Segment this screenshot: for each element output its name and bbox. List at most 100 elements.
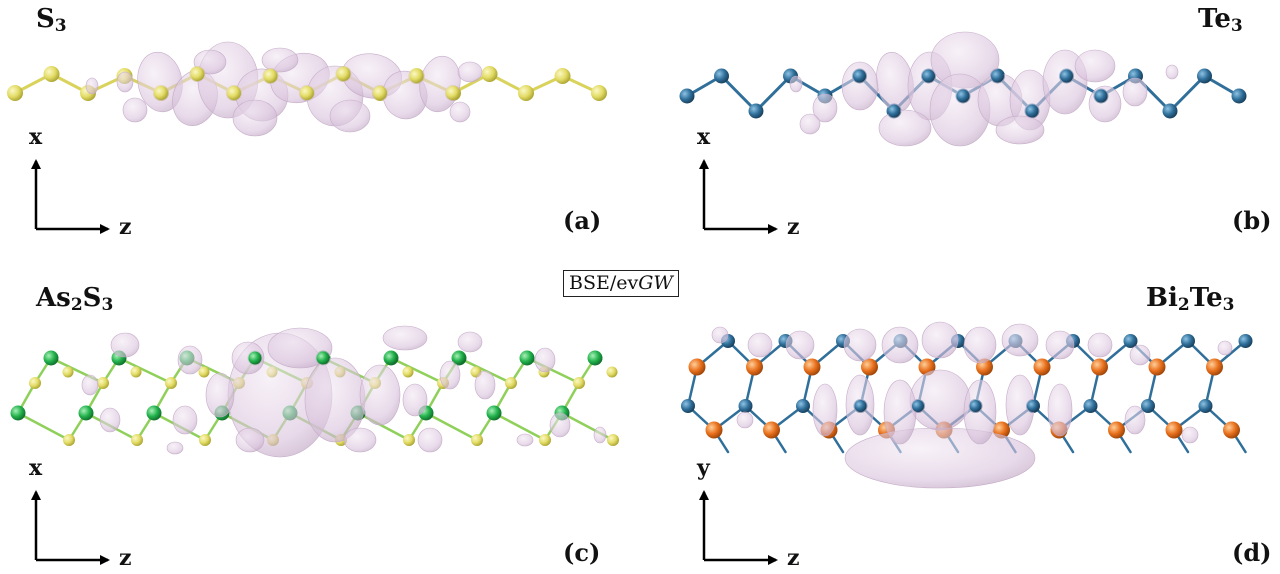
exciton-isosurface <box>736 411 754 429</box>
exciton-isosurface <box>963 379 997 445</box>
bond <box>389 356 445 385</box>
atom-as <box>146 405 162 421</box>
atom-s <box>63 434 75 446</box>
atom-bi <box>1165 421 1183 439</box>
method-label: BSE/evGW <box>563 270 679 297</box>
bond <box>1168 74 1206 113</box>
exciton-isosurface <box>516 433 534 447</box>
atom-s <box>300 86 314 100</box>
atom-s <box>373 86 387 100</box>
exciton-isosurface <box>1165 64 1179 80</box>
exciton-isosurface <box>457 331 483 353</box>
atom-s <box>62 366 74 378</box>
exciton-isosurface <box>785 330 815 360</box>
atom-s <box>607 434 619 446</box>
atom-as <box>587 350 603 366</box>
exciton-isosurface <box>812 93 838 123</box>
axes-layer <box>31 159 778 565</box>
atom-bi <box>1108 421 1125 439</box>
atom-bi <box>861 358 878 376</box>
atom-s <box>227 86 241 100</box>
atom-te <box>1094 89 1108 103</box>
exciton-isosurface <box>329 99 371 133</box>
atom-s <box>403 434 415 446</box>
exciton-isosurface <box>1122 77 1148 107</box>
atom-te <box>1141 399 1155 413</box>
panel-a-vertical-axis-label: x <box>29 124 43 150</box>
atom-te <box>1027 400 1039 412</box>
atom-s <box>539 434 551 446</box>
atom-te <box>738 399 753 413</box>
atom-as <box>316 351 330 365</box>
exciton-isosurface <box>110 332 140 358</box>
atom-te <box>1197 68 1212 84</box>
atom-te <box>1123 334 1138 348</box>
atom-bi <box>1148 358 1166 376</box>
exciton-isosurface <box>449 101 471 123</box>
atom-te <box>956 89 970 103</box>
atom-bi <box>1223 421 1240 439</box>
exciton-isosurface <box>909 369 971 431</box>
panel-a-title: S3 <box>36 4 67 36</box>
atom-bi <box>746 358 763 376</box>
bond <box>16 411 71 442</box>
exciton-isosurface <box>1047 383 1073 437</box>
exciton-isosurface <box>261 47 299 73</box>
exciton-isosurface <box>166 441 184 455</box>
atom-te <box>1025 104 1039 118</box>
bond <box>457 356 513 385</box>
exciton-isosurface <box>439 360 461 390</box>
atom-s <box>165 377 177 389</box>
exciton-isosurface <box>1045 330 1075 360</box>
atom-bi <box>705 421 723 439</box>
atom-as <box>519 350 535 366</box>
exciton-isosurface <box>878 109 932 147</box>
panel-a <box>7 41 607 137</box>
exciton-isosurface <box>474 370 496 400</box>
exciton-isosurface <box>549 412 571 438</box>
atom-s <box>409 69 424 83</box>
exciton-isosurface <box>85 77 99 95</box>
atom-te <box>991 69 1004 83</box>
atom-s <box>606 366 618 378</box>
atom-s <box>43 66 60 82</box>
atom-s <box>471 434 483 446</box>
exciton-isosurface <box>235 427 265 453</box>
atom-s <box>518 85 534 101</box>
exciton-isosurface <box>841 61 879 111</box>
exciton-isosurface <box>417 427 443 453</box>
exciton-isosurface <box>711 326 729 344</box>
panel-d-title: Bi2Te3 <box>1146 283 1235 315</box>
panel-c <box>10 325 619 458</box>
atom-te <box>1060 69 1073 83</box>
exciton-isosurface <box>232 99 278 137</box>
exciton-isosurface <box>1217 340 1233 356</box>
exciton-isosurface <box>172 405 198 435</box>
atom-te <box>853 69 866 83</box>
exciton-isosurface <box>1087 332 1113 358</box>
atom-te <box>854 400 867 412</box>
atom-s <box>198 366 210 378</box>
exciton-isosurface <box>843 328 877 362</box>
exciton-isosurface <box>1129 344 1151 366</box>
exciton-isosurface <box>343 427 377 453</box>
panel-d-tag: (d) <box>1232 538 1272 567</box>
exciton-isosurface <box>122 97 148 123</box>
atom-bi <box>1206 358 1223 376</box>
atom-s <box>199 434 211 446</box>
exciton-isosurface <box>881 326 919 364</box>
panel-c-vertical-axis-label: x <box>29 455 43 481</box>
atom-as <box>10 405 26 421</box>
atom-s <box>336 67 351 81</box>
bond <box>754 74 792 113</box>
atom-bi <box>1033 358 1051 376</box>
exciton-isosurface <box>1074 49 1116 83</box>
exciton-isosurface <box>193 49 227 75</box>
atom-s <box>130 366 142 378</box>
exciton-isosurface <box>116 71 134 93</box>
atom-te <box>912 400 924 412</box>
exciton-isosurface <box>402 383 428 417</box>
atom-te <box>1181 334 1195 348</box>
atom-s <box>505 377 517 389</box>
